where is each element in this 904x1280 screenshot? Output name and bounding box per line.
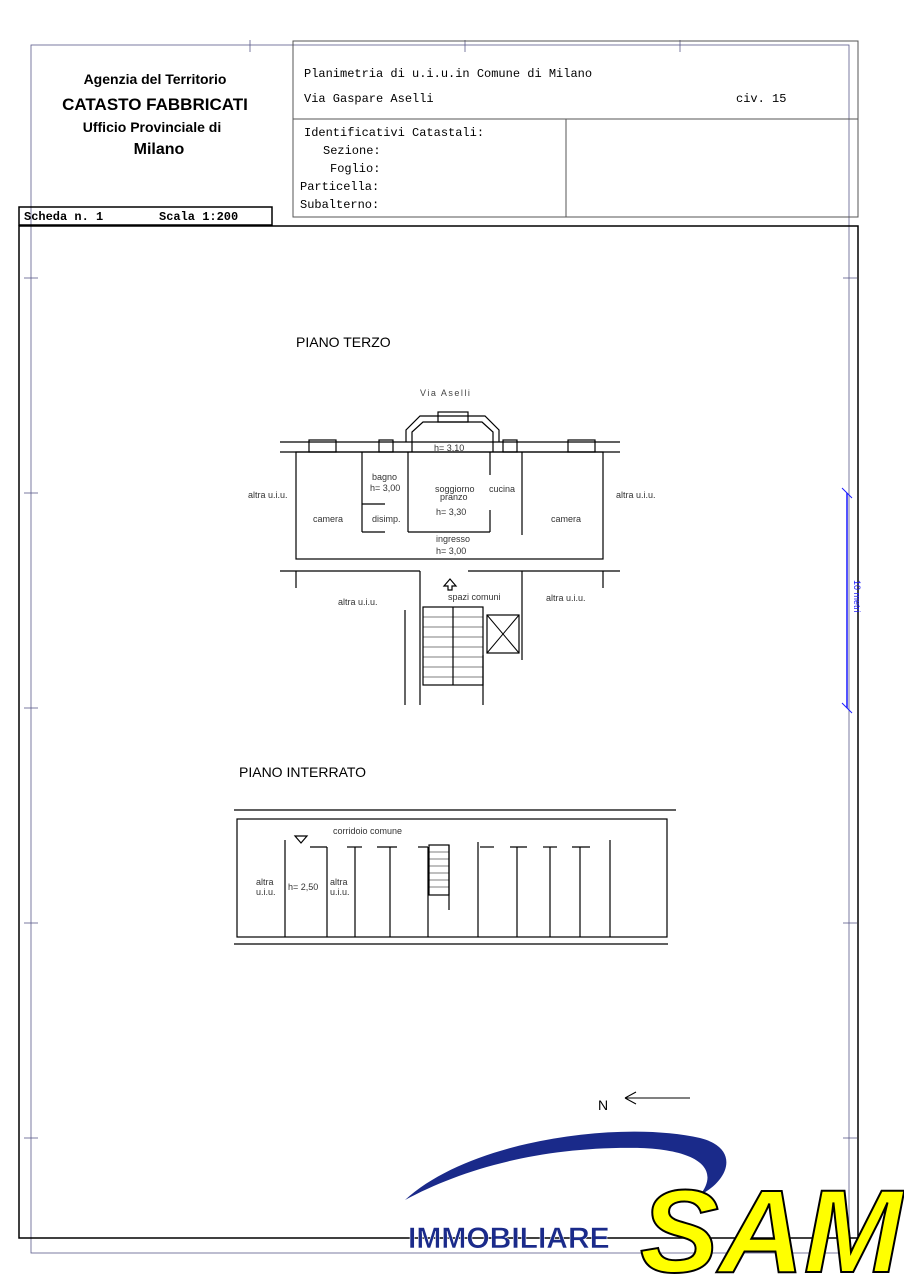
label-h-bagno: h= 3,00 [370,483,400,493]
planimetria-title: Planimetria di u.i.u.in Comune di Milano [304,67,592,81]
particella-label: Particella: [300,180,379,194]
label-altra-left: altra u.i.u. [248,490,288,500]
label-h-ingresso: h= 3,00 [436,546,466,556]
office-city: Milano [134,141,185,158]
label-h310: h= 3,10 [434,443,464,453]
label-altra2b: u.i.u. [330,887,350,897]
room-bagno: bagno [372,472,397,482]
office-name: Ufficio Provinciale di [83,119,221,135]
civic-number: civ. 15 [736,92,786,106]
label-altra1a: altra [256,877,274,887]
scale-bar [841,487,853,714]
label-h-soggiorno: h= 3,30 [436,507,466,517]
logo-text-sam: SAM [640,1166,904,1280]
guide-frame [24,40,857,1254]
immobiliare-sam-logo: IMMOBILIARE SAM [405,1131,904,1280]
entrance-arrow-icon [442,578,458,591]
drawing-frame [18,225,859,1239]
label-altra-right: altra u.i.u. [616,490,656,500]
label-altra1b: u.i.u. [256,887,276,897]
scale: Scala 1:200 [159,210,238,224]
floor-plan-terzo [280,411,620,705]
room-pranzo: pranzo [440,492,468,502]
room-camera-left: camera [313,514,343,524]
floor-plan-interrato [234,809,676,945]
catasto-title: CATASTO FABBRICATI [62,95,248,114]
room-soggiorno: soggiorno [435,484,475,494]
address: Via Gaspare Aselli [304,92,434,106]
entrance-arrow-icon [293,835,309,844]
identifiers-label: Identificativi Catastali: [304,126,484,140]
label-h250: h= 2,50 [288,882,318,892]
room-cucina: cucina [489,484,515,494]
scale-bar-label: 10 metri [852,580,862,613]
north-arrow-icon [624,1091,690,1105]
piano-terzo-title: PIANO TERZO [296,334,391,350]
room-camera-right: camera [551,514,581,524]
north-label: N [598,1097,608,1113]
room-ingresso: ingresso [436,534,470,544]
label-spazi-comuni: spazi comuni [448,592,501,602]
scheda-number: Scheda n. 1 [24,210,103,224]
sezione-label: Sezione: [323,144,381,158]
label-altra-bottom-left: altra u.i.u. [338,597,378,607]
label-altra2a: altra [330,877,348,887]
scheda-box [18,206,273,226]
piano-interrato-title: PIANO INTERRATO [239,764,366,780]
identifiers-box [292,118,859,218]
agency-name: Agenzia del Territorio [84,71,227,87]
label-altra-bottom-right: altra u.i.u. [546,593,586,603]
logo-text-immobiliare: IMMOBILIARE [408,1222,610,1255]
street-label: Via Aselli [420,388,471,398]
subalterno-label: Subalterno: [300,198,379,212]
room-disimpegno: disimp. [372,514,401,524]
foglio-label: Foglio: [330,162,380,176]
label-corridoio: corridoio comune [333,826,402,836]
